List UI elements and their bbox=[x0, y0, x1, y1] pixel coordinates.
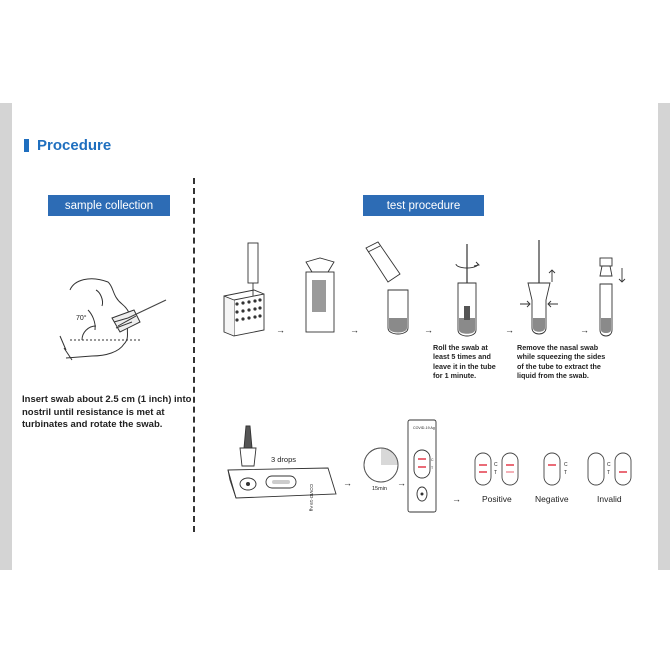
cassette-front-illustration bbox=[407, 419, 437, 513]
result-positive-label: Positive bbox=[482, 494, 512, 504]
title-marker bbox=[24, 138, 29, 152]
cassette-label: COVID-19 Ag bbox=[413, 426, 435, 430]
arrow-1: → bbox=[276, 325, 285, 335]
drops-label: 3 drops bbox=[271, 455, 296, 464]
arrow-2: → bbox=[350, 325, 359, 335]
result-invalid-label: Invalid bbox=[597, 494, 622, 504]
procedure-title: Procedure bbox=[24, 136, 111, 154]
step-remove-text: Remove the nasal swab while squeezing th… bbox=[517, 343, 606, 381]
negative-t-label: T bbox=[564, 470, 567, 476]
sample-collection-banner: sample collection bbox=[48, 195, 170, 216]
page-title: Procedure bbox=[37, 136, 112, 154]
arrow-6: → bbox=[343, 478, 352, 488]
test-procedure-banner: test procedure bbox=[363, 195, 484, 216]
sample-instruction: Insert swab about 2.5 cm (1 inch) into n… bbox=[22, 394, 192, 430]
buffer-sachet-illustration bbox=[305, 257, 335, 333]
arrow-3: → bbox=[424, 325, 433, 335]
device-label: COVID-19 Ag bbox=[309, 484, 314, 512]
left-side-bar bbox=[0, 103, 12, 570]
angle-label: 70° bbox=[76, 314, 87, 322]
cap-tube-illustration bbox=[599, 257, 626, 337]
result-invalid-illustration bbox=[587, 452, 632, 486]
arrow-8: → bbox=[452, 494, 461, 504]
section-divider bbox=[193, 178, 195, 532]
result-negative-label: Negative bbox=[535, 494, 569, 504]
head-swab-illustration bbox=[59, 278, 167, 361]
step-roll-text: Roll the swab at least 5 times and leave… bbox=[433, 343, 496, 381]
arrow-5: → bbox=[580, 325, 589, 335]
remove-swab-illustration bbox=[520, 240, 558, 335]
dropper-cassette-illustration bbox=[227, 425, 337, 499]
pour-buffer-illustration bbox=[365, 241, 409, 335]
cassette-line-t: T bbox=[431, 466, 434, 470]
result-negative-illustration bbox=[543, 452, 561, 486]
roll-swab-illustration bbox=[455, 244, 480, 337]
invalid-c-label: C bbox=[607, 462, 611, 468]
swab-rack-illustration bbox=[223, 242, 265, 337]
timer-icon bbox=[363, 447, 399, 483]
arrow-7: → bbox=[397, 478, 406, 488]
positive-t-label: T bbox=[494, 470, 497, 476]
arrow-4: → bbox=[505, 325, 514, 335]
right-side-bar bbox=[658, 103, 670, 570]
result-positive-illustration bbox=[474, 452, 519, 486]
positive-c-label: C bbox=[494, 462, 498, 468]
invalid-t-label: T bbox=[607, 470, 610, 476]
timer-label: 15min bbox=[372, 486, 387, 492]
cassette-line-c: C bbox=[431, 458, 434, 462]
negative-c-label: C bbox=[564, 462, 568, 468]
